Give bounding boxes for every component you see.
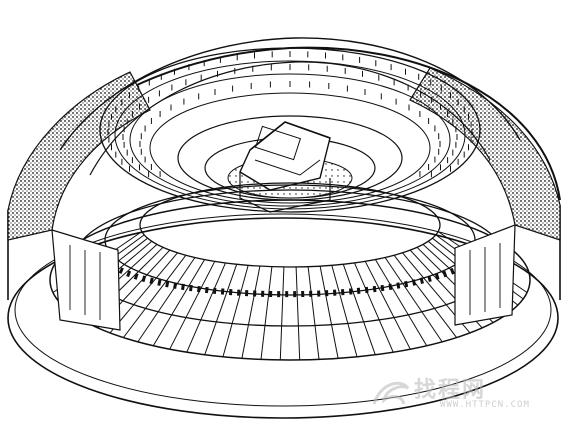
room-divider-10 <box>374 259 428 347</box>
room-divider-26 <box>137 257 196 343</box>
room-divider-18 <box>279 266 285 360</box>
room-divider-14 <box>331 265 358 357</box>
room-divider-24 <box>169 261 216 350</box>
room-divider-28 <box>109 252 178 334</box>
ground-base <box>7 213 559 419</box>
room-divider-22 <box>204 264 238 355</box>
room-divider-20 <box>241 266 261 359</box>
room-divider-19 <box>260 266 273 360</box>
room-divider-25 <box>152 259 206 347</box>
room-divider-27 <box>123 254 187 338</box>
room-divider-21 <box>222 265 249 357</box>
room-divider-11 <box>364 261 411 350</box>
room-divider-12 <box>354 262 394 353</box>
central-hall <box>239 121 331 213</box>
side-wings <box>51 224 516 331</box>
gallery-windows <box>107 51 473 178</box>
room-divider-15 <box>319 266 339 359</box>
room-divider-16 <box>307 266 320 360</box>
room-divider-17 <box>295 266 301 360</box>
room-divider-9 <box>384 257 443 343</box>
room-divider-13 <box>342 264 376 355</box>
room-divider-23 <box>186 262 226 353</box>
room-divider-8 <box>393 254 457 338</box>
